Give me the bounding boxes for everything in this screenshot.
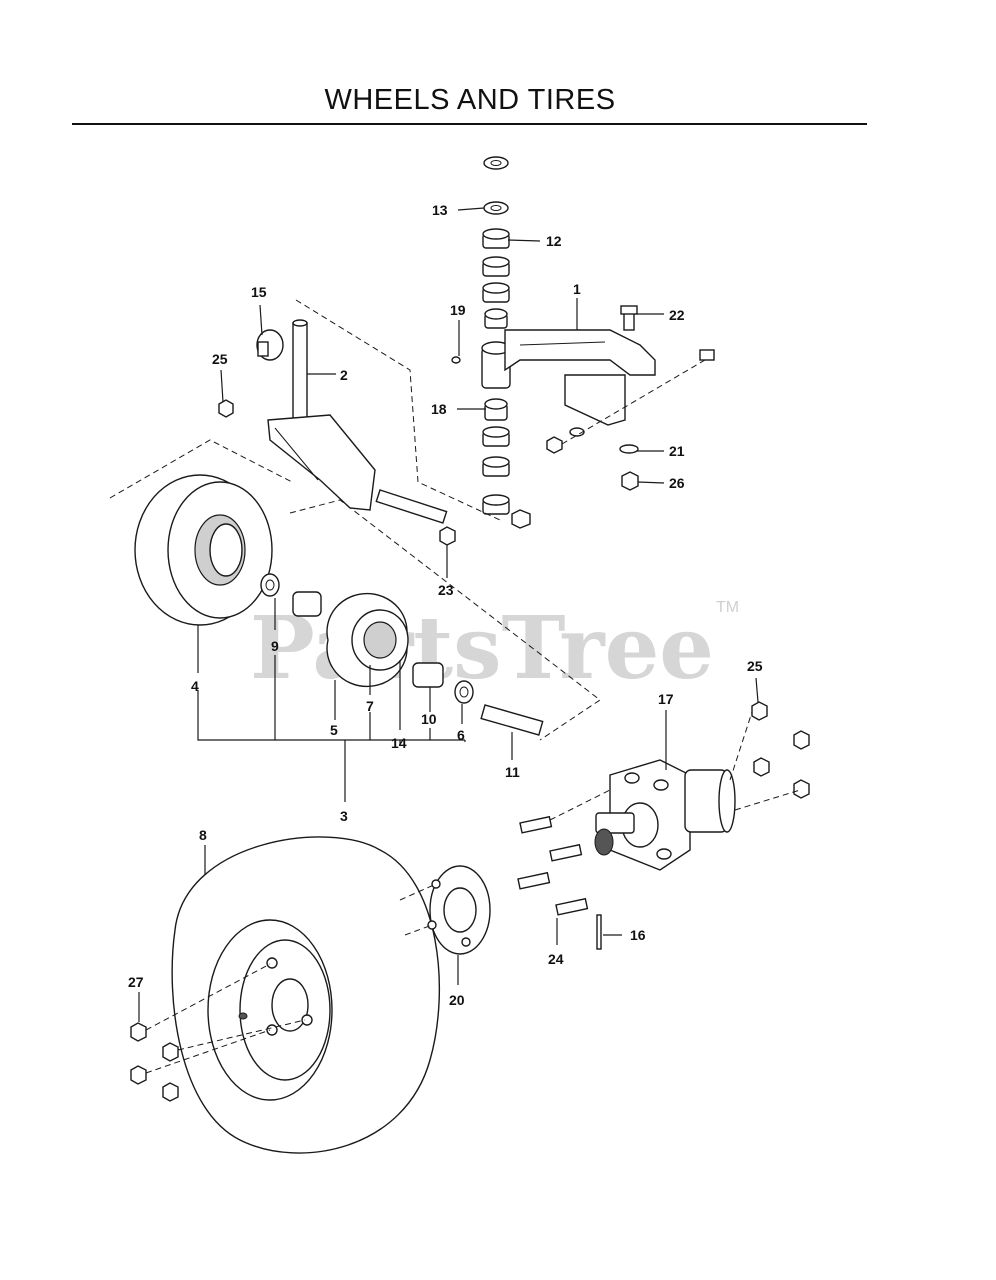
bolt-22-part xyxy=(623,311,635,331)
callout-2: 2 xyxy=(340,367,348,383)
callout-24: 24 xyxy=(548,951,564,967)
callout-11: 11 xyxy=(505,764,520,780)
callout-26: 26 xyxy=(669,475,685,491)
leader-lines xyxy=(138,207,759,1022)
bolt-part xyxy=(699,349,715,361)
callout-3: 3 xyxy=(340,808,348,824)
callout-16: 16 xyxy=(630,927,646,943)
washer-13-part xyxy=(483,201,509,215)
caster-arm-1-part xyxy=(451,305,715,491)
wheel-motor-17-part xyxy=(517,701,810,950)
callout-20: 20 xyxy=(449,992,465,1008)
nut-25a-part xyxy=(218,399,234,418)
nut-part xyxy=(511,509,531,529)
front-caster-wheel-parts xyxy=(109,439,601,741)
callout-8: 8 xyxy=(199,827,207,843)
callout-10: 10 xyxy=(421,711,437,727)
nut-26-part xyxy=(621,471,639,491)
callout-18: 18 xyxy=(431,401,447,417)
callout-12: 12 xyxy=(546,233,562,249)
bolts-24-part xyxy=(517,815,589,916)
bearing-10-part xyxy=(412,662,444,688)
callout-6: 6 xyxy=(457,727,465,743)
nut-25b-part xyxy=(751,701,768,721)
top-washer-part xyxy=(483,156,509,170)
callout-1: 1 xyxy=(573,281,581,297)
callout-5: 5 xyxy=(330,722,338,738)
bearing-9-part xyxy=(292,591,322,617)
washer-9-part xyxy=(260,573,280,597)
axle-11-part xyxy=(480,704,544,736)
watermark: PartsTree TM xyxy=(250,598,739,699)
watermark-trademark: TM xyxy=(716,599,739,616)
callout-22: 22 xyxy=(669,307,685,323)
callout-15: 15 xyxy=(251,284,267,300)
callout-25b: 25 xyxy=(747,658,763,674)
lug-nut-27-part xyxy=(130,1022,147,1042)
callout-4: 4 xyxy=(191,678,199,694)
bolt-23-part xyxy=(375,489,448,524)
callout-17: 17 xyxy=(658,691,674,707)
callout-19: 19 xyxy=(450,302,466,318)
callout-27: 27 xyxy=(128,974,144,990)
callout-23: 23 xyxy=(438,582,454,598)
page-title: WHEELS AND TIRES xyxy=(324,84,616,116)
drive-wheel-parts xyxy=(130,836,491,1154)
washer-6-part xyxy=(454,680,474,704)
callout-13: 13 xyxy=(432,202,448,218)
caster-fork-2-part xyxy=(218,299,501,546)
callout-labels: 13 12 1 19 22 15 25 2 18 21 26 23 9 4 5 … xyxy=(128,202,763,1008)
callout-9: 9 xyxy=(271,638,279,654)
title-rule xyxy=(72,123,867,125)
callout-14: 14 xyxy=(391,735,407,751)
cotter-pin-16-part xyxy=(596,914,602,950)
callout-7: 7 xyxy=(366,698,374,714)
callout-21: 21 xyxy=(669,443,685,459)
callout-25a: 25 xyxy=(212,351,228,367)
grease-fitting-19-part xyxy=(451,356,461,364)
washer-21-part xyxy=(619,444,639,454)
